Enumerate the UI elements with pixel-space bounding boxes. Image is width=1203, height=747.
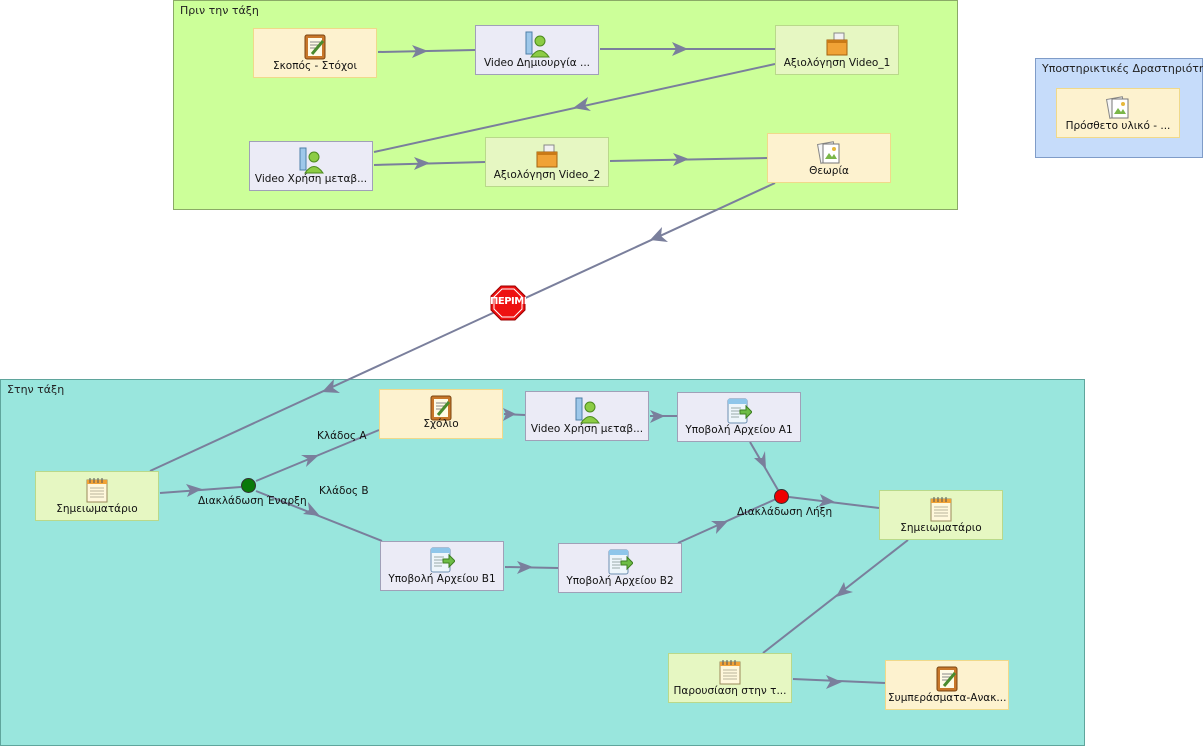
activity-eval-video2-label: Αξιολόγηση Video_2 <box>493 169 601 181</box>
activity-submit-b1-label: Υποβολή Αρχείου Β1 <box>388 573 496 585</box>
region-in-class-label: Στην τάξη <box>7 383 65 396</box>
activity-video-create[interactable]: Video Δημιουργία ... <box>475 25 599 75</box>
branch-start-label: Διακλάδωση Έναρξη <box>198 495 307 507</box>
activity-submit-b2-label: Υποβολή Αρχείου Β2 <box>566 575 674 587</box>
arrowhead <box>826 675 842 689</box>
assessment-box-icon <box>534 142 560 170</box>
activity-conclusions-label: Συμπεράσματα-Ανακ... <box>888 692 1006 704</box>
arrowhead <box>711 521 728 534</box>
file-submit-icon <box>429 546 455 574</box>
arrowhead <box>517 561 533 574</box>
activity-submit-a1[interactable]: Υποβολή Αρχείου Α1 <box>677 392 801 442</box>
arrowhead <box>836 582 853 597</box>
activity-video-use-2[interactable]: Video Χρήση μεταβ... <box>525 391 649 441</box>
branch-start-gate[interactable] <box>241 478 256 493</box>
arrowhead <box>414 157 430 170</box>
activity-presentation[interactable]: Παρουσίαση στην τ... <box>668 653 792 703</box>
file-submit-icon <box>607 548 633 576</box>
user-video-icon <box>524 30 550 58</box>
branch-end-gate[interactable] <box>774 489 789 504</box>
arrowhead <box>186 484 202 497</box>
activity-theory-label: Θεωρία <box>809 165 849 177</box>
notebook-icon <box>928 495 954 523</box>
arrowhead <box>672 42 688 56</box>
activity-video-use[interactable]: Video Χρήση μεταβ... <box>249 141 373 191</box>
stop-gate[interactable]: ΠΕΡΙΜΕΝΕ <box>490 285 526 321</box>
activity-conclusions[interactable]: Συμπεράσματα-Ανακ... <box>885 660 1009 710</box>
activity-notebook-1[interactable]: Σημειωματάριο <box>35 471 159 521</box>
activity-notebook-2-label: Σημειωματάριο <box>900 522 982 534</box>
assessment-box-icon <box>824 30 850 58</box>
connector <box>373 161 486 166</box>
notebook-icon <box>717 658 743 686</box>
notepad-pencil-icon <box>428 394 454 422</box>
arrowhead <box>322 379 340 393</box>
branch-a-label: Κλάδος Α <box>317 430 367 442</box>
activity-goals[interactable]: Σκοπός - Στόχοι <box>253 28 377 78</box>
activity-comment[interactable]: Σχόλιο <box>379 389 503 439</box>
notepad-pencil-icon <box>302 33 328 61</box>
connector <box>609 157 768 162</box>
image-resource-icon <box>816 138 842 166</box>
branch-end-label: Διακλάδωση Λήξη <box>737 506 833 518</box>
connector <box>762 539 909 654</box>
notepad-pencil-icon <box>934 665 960 693</box>
activity-submit-b1[interactable]: Υποβολή Αρχείου Β1 <box>380 541 504 591</box>
arrowhead <box>301 455 319 467</box>
activity-video-create-label: Video Δημιουργία ... <box>483 57 591 69</box>
file-submit-icon <box>726 397 752 425</box>
connector <box>788 496 880 509</box>
arrowhead <box>503 408 516 421</box>
arrowhead <box>818 494 835 507</box>
arrowhead <box>303 502 320 516</box>
region-support-activities-label: Υποστηρικτικές Δραστηριότητες <box>1042 62 1203 75</box>
arrowhead <box>650 410 665 423</box>
activity-notebook-2[interactable]: Σημειωματάριο <box>879 490 1003 540</box>
stop-gate-label: ΠΕΡΙΜΕΝΕ <box>490 296 526 307</box>
activity-notebook-1-label: Σημειωματάριο <box>56 503 138 515</box>
branch-b-label: Κλάδος Β <box>319 485 369 497</box>
activity-extra-material[interactable]: Πρόσθετο υλικό - ... <box>1056 88 1180 138</box>
activity-eval-video1[interactable]: Αξιολόγηση Video_1 <box>775 25 899 75</box>
connector <box>149 182 776 472</box>
stop-sign-icon <box>490 285 526 321</box>
region-before-class-label: Πριν την τάξη <box>180 4 259 17</box>
image-resource-icon <box>1105 93 1131 121</box>
notebook-icon <box>84 476 110 504</box>
activity-eval-video2[interactable]: Αξιολόγηση Video_2 <box>485 137 609 187</box>
arrowhead <box>412 45 428 58</box>
activity-goals-label: Σκοπός - Στόχοι <box>272 60 358 72</box>
activity-video-use-label: Video Χρήση μεταβ... <box>254 173 368 185</box>
activity-video-use-2-label: Video Χρήση μεταβ... <box>530 423 644 435</box>
activity-theory[interactable]: Θεωρία <box>767 133 891 183</box>
connector <box>159 486 242 494</box>
activity-submit-b2[interactable]: Υποβολή Αρχείου Β2 <box>558 543 682 593</box>
activity-presentation-label: Παρουσίαση στην τ... <box>673 685 787 697</box>
arrowhead <box>650 227 668 242</box>
connector <box>255 490 383 542</box>
arrowhead <box>573 97 591 111</box>
activity-submit-a1-label: Υποβολή Αρχείου Α1 <box>685 424 793 436</box>
arrowhead <box>754 451 766 469</box>
arrowhead <box>673 153 689 166</box>
user-video-icon <box>574 396 600 424</box>
activity-comment-label: Σχόλιο <box>423 418 459 430</box>
user-video-icon <box>298 146 324 174</box>
activity-extra-material-label: Πρόσθετο υλικό - ... <box>1065 120 1171 132</box>
activity-eval-video1-label: Αξιολόγηση Video_1 <box>783 57 891 69</box>
